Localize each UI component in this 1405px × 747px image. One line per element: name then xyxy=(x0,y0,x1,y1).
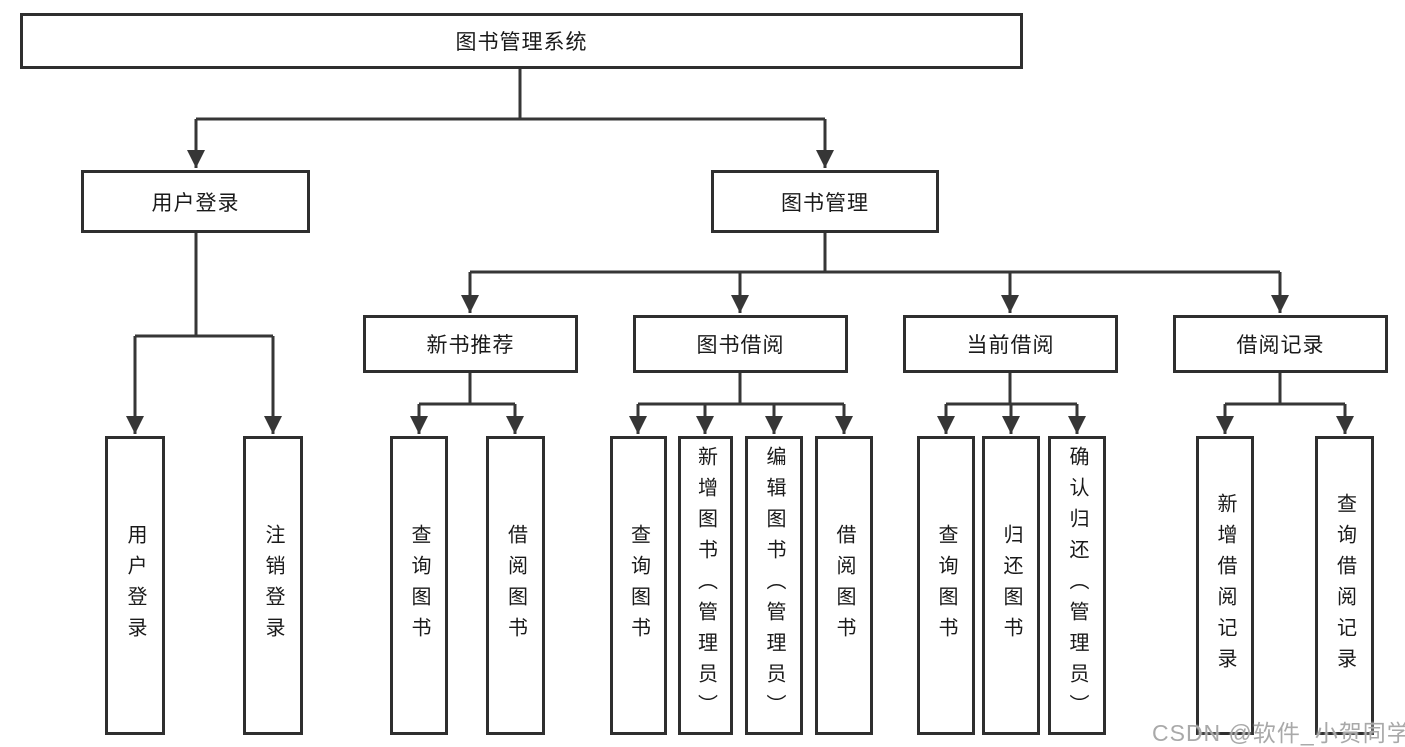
node-borrow-records: 借阅记录 xyxy=(1173,315,1388,373)
connector-book-management-to-level3 xyxy=(461,233,1289,313)
node-leaf-query-books-recommend: 查询图书 xyxy=(390,436,448,735)
node-leaf-borrow-books-recommend: 借阅图书 xyxy=(486,436,545,735)
node-leaf-return-books: 归还图书 xyxy=(982,436,1040,735)
node-leaf-confirm-return-admin: 确认归还（管理员） xyxy=(1048,436,1106,735)
node-leaf-query-books-current: 查询图书 xyxy=(917,436,975,735)
node-leaf-query-books-borrow: 查询图书 xyxy=(610,436,667,735)
node-new-book-recommend: 新书推荐 xyxy=(363,315,578,373)
node-leaf-borrow-books: 借阅图书 xyxy=(815,436,873,735)
node-leaf-add-borrow-record: 新增借阅记录 xyxy=(1196,436,1254,735)
node-leaf-add-books-admin: 新增图书（管理员） xyxy=(678,436,733,735)
connector-book-borrow-to-leaves xyxy=(629,373,853,434)
connector-current-borrow-to-leaves xyxy=(937,373,1086,434)
node-leaf-query-borrow-record: 查询借阅记录 xyxy=(1315,436,1374,735)
connector-new-book-recommend-to-leaves xyxy=(410,373,524,434)
node-user-login: 用户登录 xyxy=(81,170,310,233)
connector-root-to-level2 xyxy=(187,69,834,168)
connector-borrow-records-to-leaves xyxy=(1216,373,1354,434)
node-leaf-logout: 注销登录 xyxy=(243,436,303,735)
node-current-borrow: 当前借阅 xyxy=(903,315,1118,373)
node-book-borrow: 图书借阅 xyxy=(633,315,848,373)
node-leaf-edit-books-admin: 编辑图书（管理员） xyxy=(745,436,803,735)
connector-user-login-to-leaves xyxy=(126,233,282,434)
node-leaf-user-login: 用户登录 xyxy=(105,436,165,735)
node-library-management-system: 图书管理系统 xyxy=(20,13,1023,69)
node-book-management: 图书管理 xyxy=(711,170,939,233)
csdn-watermark: CSDN @软件_小贺同学 xyxy=(1152,720,1405,746)
